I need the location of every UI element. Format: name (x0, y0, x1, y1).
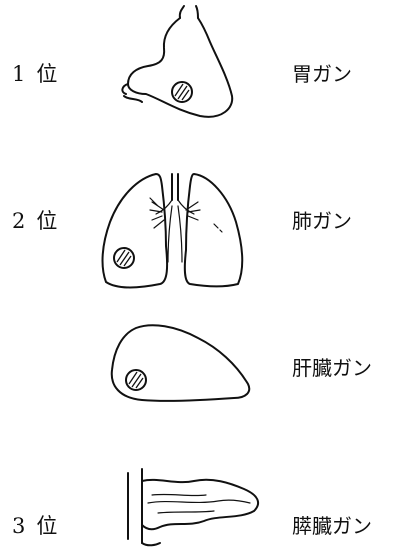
rank-number: 1 (12, 62, 27, 86)
stomach-icon (118, 4, 238, 124)
cancer-label-pancreas: 膵臓ガン (292, 514, 372, 538)
lungs-icon (98, 166, 248, 296)
rank-number: 3 (12, 514, 27, 538)
cancer-label-stomach: 胃ガン (292, 62, 352, 86)
pancreas-icon (118, 459, 268, 549)
rank-suffix: 位 (36, 514, 59, 538)
cancer-label-liver: 肝臓ガン (292, 356, 372, 380)
rank-suffix: 位 (36, 209, 59, 233)
rank-suffix: 位 (36, 62, 59, 86)
ranking-row-liver: 肝臓ガン (0, 312, 398, 417)
rank-number: 2 (12, 209, 27, 233)
cancer-label-lung: 肺ガン (292, 209, 352, 233)
liver-icon (106, 320, 256, 410)
